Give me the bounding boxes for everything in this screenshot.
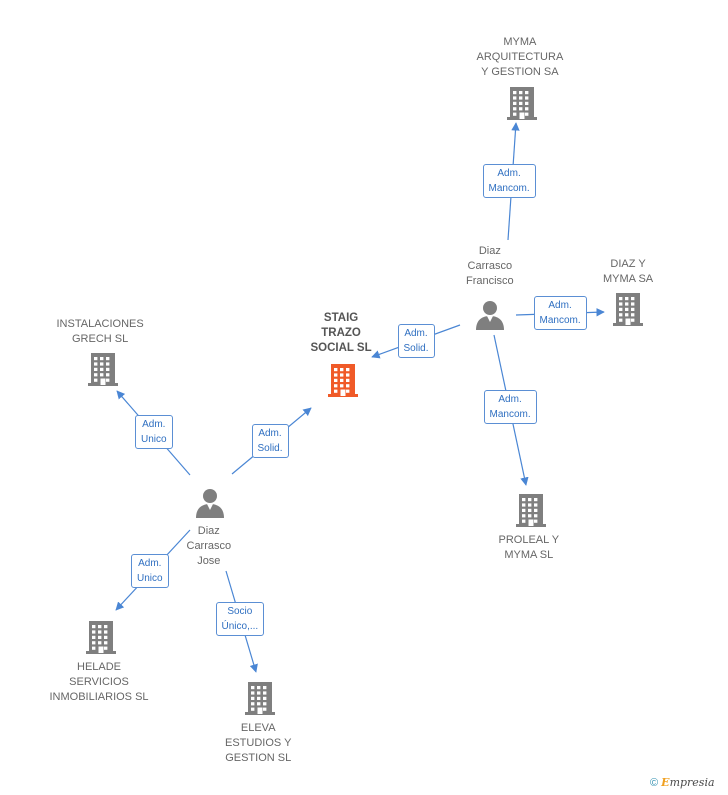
building-icon-wrapper[interactable] bbox=[514, 493, 548, 532]
building-icon bbox=[328, 364, 358, 397]
person-icon bbox=[476, 301, 504, 330]
person-icon-wrapper[interactable] bbox=[194, 488, 226, 523]
edge-label-fra_staig[interactable]: Adm. Solid. bbox=[397, 324, 435, 358]
edge-label-line: Único,... bbox=[221, 621, 259, 632]
building-icon bbox=[507, 87, 537, 120]
edge-label-fra_diaz_myma[interactable]: Adm. Mancom. bbox=[533, 296, 587, 330]
building-icon-wrapper[interactable] bbox=[84, 620, 118, 659]
building-icon-wrapper[interactable] bbox=[326, 363, 360, 402]
node-label: STAIG TRAZO SOCIAL SL bbox=[311, 311, 372, 356]
edge-label-jose_staig[interactable]: Adm. Solid. bbox=[251, 424, 289, 458]
node-label-line: INMOBILIARIOS SL bbox=[49, 691, 149, 703]
node-label-line: ELEVA bbox=[240, 722, 276, 734]
node-label: ELEVA ESTUDIOS Y GESTION SL bbox=[225, 721, 291, 766]
building-icon-wrapper[interactable] bbox=[243, 681, 277, 720]
node-label-line: TRAZO bbox=[321, 327, 361, 339]
node-label-line: INSTALACIONES bbox=[56, 318, 144, 330]
node-label-line: Diaz bbox=[197, 525, 220, 537]
person-icon-wrapper[interactable] bbox=[474, 300, 506, 335]
building-icon bbox=[88, 353, 118, 386]
edge-label-jose_grech[interactable]: Adm. Unico bbox=[135, 415, 173, 449]
node-label-line: Jose bbox=[197, 555, 221, 567]
building-icon-wrapper[interactable] bbox=[611, 292, 645, 331]
edge-label-line: Adm. bbox=[142, 419, 166, 430]
node-label-line: MYMA SA bbox=[603, 273, 654, 285]
edge-label-line: Socio bbox=[227, 606, 253, 617]
edge-label-jose_helade[interactable]: Adm. Unico bbox=[131, 554, 169, 588]
brand-logo[interactable]: Empresia bbox=[661, 776, 715, 789]
node-label: HELADE SERVICIOS INMOBILIARIOS SL bbox=[50, 660, 149, 705]
building-icon bbox=[86, 621, 116, 654]
building-icon bbox=[516, 494, 546, 527]
node-label-line: MYMA SL bbox=[504, 549, 554, 561]
footer-brand: © Empresia bbox=[650, 776, 715, 789]
node-label-line: MYMA bbox=[503, 36, 537, 48]
node-label-line: HELADE bbox=[77, 661, 122, 673]
edge-label-line: Adm. bbox=[498, 394, 522, 405]
node-label-line: Carrasco bbox=[186, 540, 232, 552]
edge-label-fra_myma_arq[interactable]: Adm. Mancom. bbox=[482, 164, 536, 198]
node-label-line: DIAZ Y bbox=[610, 258, 646, 270]
edge-label-line: Mancom. bbox=[489, 409, 531, 420]
edge-label-line: Solid. bbox=[403, 343, 429, 354]
node-label-line: SOCIAL SL bbox=[310, 342, 372, 354]
edge-label-fra_proleal[interactable]: Adm. Mancom. bbox=[483, 390, 537, 424]
node-label-line: GESTION SL bbox=[225, 752, 292, 764]
node-label-line: Diaz bbox=[478, 245, 501, 257]
node-label-line: ARQUITECTURA bbox=[476, 51, 564, 63]
edge-label-line: Solid. bbox=[257, 443, 283, 454]
copyright-symbol: © bbox=[650, 777, 659, 789]
edge-label-line: Adm. bbox=[138, 558, 162, 569]
edge-label-line: Mancom. bbox=[539, 315, 581, 326]
node-label-line: GRECH SL bbox=[71, 333, 129, 345]
node-label: MYMA ARQUITECTURA Y GESTION SA bbox=[477, 35, 564, 80]
node-label-line: PROLEAL Y bbox=[498, 534, 560, 546]
person-icon bbox=[196, 489, 224, 518]
node-label-line: STAIG bbox=[323, 312, 359, 324]
node-label: PROLEAL Y MYMA SL bbox=[499, 533, 560, 563]
edge-label-line: Adm. bbox=[497, 168, 521, 179]
node-label-line: Francisco bbox=[466, 275, 514, 287]
building-icon-wrapper[interactable] bbox=[505, 86, 539, 125]
building-icon bbox=[613, 293, 643, 326]
node-label-line: Carrasco bbox=[467, 260, 513, 272]
edge-label-line: Unico bbox=[141, 434, 167, 445]
edge-label-line: Adm. bbox=[404, 328, 428, 339]
node-label-line: Y GESTION SA bbox=[481, 66, 559, 78]
node-label: DIAZ Y MYMA SA bbox=[603, 257, 653, 287]
building-icon bbox=[245, 682, 275, 715]
node-label-line: SERVICIOS bbox=[69, 676, 129, 688]
edge-label-line: Unico bbox=[137, 573, 163, 584]
edge-label-line: Adm. bbox=[548, 300, 572, 311]
node-label-line: ESTUDIOS Y bbox=[225, 737, 292, 749]
edge-label-line: Mancom. bbox=[488, 183, 530, 194]
node-label: INSTALACIONES GRECH SL bbox=[57, 317, 144, 347]
building-icon-wrapper[interactable] bbox=[86, 352, 120, 391]
edge-label-line: Adm. bbox=[258, 428, 282, 439]
